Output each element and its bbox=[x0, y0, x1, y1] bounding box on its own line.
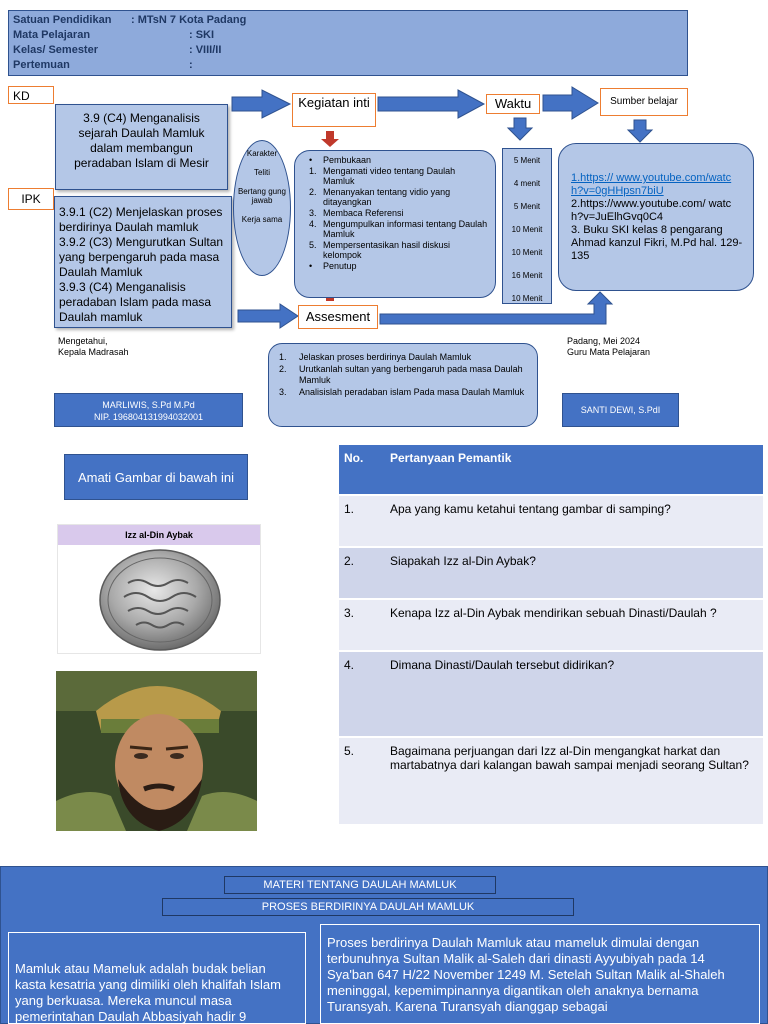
signature-right-box: SANTI DEWI, S.PdI bbox=[562, 393, 679, 427]
karakter-item: Kerja sama bbox=[241, 215, 283, 224]
coin-icon bbox=[99, 549, 221, 651]
kegiatan-inti-label: Kegiatan inti bbox=[292, 93, 376, 127]
question-text: Kenapa Izz al-Din Aybak mendirikan sebua… bbox=[385, 599, 763, 652]
assesment-list-box: 1.Jelaskan proses berdirinya Daulah Maml… bbox=[268, 343, 538, 427]
pertanyaan-pemantik-table: No. Pertanyaan Pemantik 1. Apa yang kamu… bbox=[339, 445, 763, 826]
coin-image: Izz al-Din Aybak bbox=[57, 524, 261, 654]
table-header-question: Pertanyaan Pemantik bbox=[385, 445, 763, 496]
signature-left-text: Mengetahui, Kepala Madrasah bbox=[58, 336, 129, 357]
materi-left-text: Mamluk atau Mameluk adalah budak belian … bbox=[8, 932, 306, 1024]
sumber-belajar-label: Sumber belajar bbox=[600, 88, 688, 116]
header-row: Mata Pelajaran: SKI bbox=[13, 29, 215, 41]
question-text: Bagaimana perjuangan dari Izz al-Din men… bbox=[385, 737, 763, 826]
kegiatan-item: •Pembukaan bbox=[309, 155, 372, 165]
arrow-down-icon bbox=[626, 119, 654, 143]
flow-arrows bbox=[231, 86, 654, 329]
table-row: 4. Dimana Dinasti/Daulah tersebut didiri… bbox=[339, 651, 763, 738]
arrow-right-icon bbox=[542, 86, 599, 120]
waktu-item: 5 Menit bbox=[513, 156, 541, 165]
materi-title: MATERI TENTANG DAULAH MAMLUK bbox=[224, 876, 496, 894]
materi-right-text: Proses berdirinya Daulah Mamluk atau mam… bbox=[320, 924, 760, 1024]
question-text: Apa yang kamu ketahui tentang gambar di … bbox=[385, 495, 763, 548]
portrait-illustration-icon bbox=[56, 671, 257, 831]
waktu-item: 10 Menit bbox=[511, 248, 543, 257]
coin-caption: Izz al-Din Aybak bbox=[58, 525, 260, 545]
kd-box: 3.9 (C4) Menganalisis sejarah Daulah Mam… bbox=[55, 104, 228, 190]
table-header-no: No. bbox=[339, 445, 385, 496]
assesment-item: 3.Analisislah peradaban islam Pada masa … bbox=[279, 387, 525, 397]
header-row: Satuan Pendidikan: MTsN 7 Kota Padang bbox=[13, 14, 247, 26]
question-number: 2. bbox=[339, 547, 385, 600]
question-number: 4. bbox=[339, 651, 385, 738]
ipk-line: 3.9.2 (C3) Mengurutkan Sultan yang berpe… bbox=[59, 235, 224, 279]
arrow-down-red-icon bbox=[321, 131, 339, 147]
header-row: Kelas/ Semester: VIII/II bbox=[13, 44, 222, 56]
kegiatan-item: 2.Menanyakan tentang vidio yang ditayang… bbox=[309, 187, 451, 207]
karakter-oval: Karakter Teliti Bertang gung jawab Kerja… bbox=[233, 140, 291, 276]
kegiatan-item: 4.Mengumpulkan informasi tentang Daulah … bbox=[309, 219, 488, 239]
waktu-item: 16 Menit bbox=[511, 271, 543, 280]
signature-left-box: MARLIWIS, S.Pd M.Pd NIP. 196804131994032… bbox=[54, 393, 243, 427]
ipk-line: 3.9.3 (C4) Menganalisis peradaban Islam … bbox=[59, 280, 212, 324]
kegiatan-item: 1.Mengamati video tentang Daulah Mamluk bbox=[309, 166, 456, 186]
ipk-label: IPK bbox=[8, 188, 54, 210]
sumber-belajar-box: 1.https:// www.youtube.com/watch?v=0gHHp… bbox=[558, 143, 754, 291]
assesment-label: Assesment bbox=[298, 305, 378, 329]
signature-right-text: Padang, Mei 2024 Guru Mata Pelajaran bbox=[567, 336, 651, 357]
assesment-item: 1.Jelaskan proses berdirinya Daulah Maml… bbox=[279, 352, 472, 362]
kegiatan-list-box: •Pembukaan 1.Mengamati video tentang Dau… bbox=[294, 150, 496, 298]
arrow-right-icon bbox=[377, 89, 486, 119]
question-number: 1. bbox=[339, 495, 385, 548]
question-text: Dimana Dinasti/Daulah tersebut didirikan… bbox=[385, 651, 763, 738]
arrow-elbow-icon bbox=[379, 291, 614, 325]
karakter-item: Karakter bbox=[246, 149, 278, 158]
waktu-item: 10 Menit bbox=[511, 294, 543, 303]
karakter-item: Teliti bbox=[253, 168, 270, 177]
arrow-down-icon bbox=[506, 117, 534, 141]
ipk-box: 3.9.1 (C2) Menjelaskan proses berdirinya… bbox=[54, 196, 232, 328]
book-reference: 3. Buku SKI kelas 8 pengarang Ahmad kanz… bbox=[571, 224, 743, 262]
header-info-box: Satuan Pendidikan: MTsN 7 Kota Padang Ma… bbox=[8, 10, 688, 76]
table-row: 1. Apa yang kamu ketahui tentang gambar … bbox=[339, 495, 763, 548]
header-row: Pertemuan: bbox=[13, 59, 193, 71]
waktu-column: 5 Menit 4 menit 5 Menit 10 Menit 10 Meni… bbox=[502, 148, 552, 304]
aybak-portrait-image bbox=[56, 671, 257, 831]
kegiatan-item: •Penutup bbox=[309, 261, 357, 271]
waktu-item: 5 Menit bbox=[513, 202, 541, 211]
arrow-right-icon bbox=[237, 303, 299, 329]
kd-label: KD bbox=[8, 86, 54, 104]
table-row: 5. Bagaimana perjuangan dari Izz al-Din … bbox=[339, 737, 763, 826]
video-link-1[interactable]: 1.https:// www.youtube.com/watch?v=0gHHp… bbox=[571, 172, 732, 197]
assesment-item: 2.Urutkanlah sultan yang berbengaruh pad… bbox=[279, 364, 523, 385]
waktu-label: Waktu bbox=[486, 94, 540, 114]
table-header-row: No. Pertanyaan Pemantik bbox=[339, 445, 763, 496]
materi-subtitle: PROSES BERDIRINYA DAULAH MAMLUK bbox=[162, 898, 574, 916]
amati-gambar-box: Amati Gambar di bawah ini bbox=[64, 454, 248, 500]
waktu-item: 10 Menit bbox=[511, 225, 543, 234]
waktu-item: 4 menit bbox=[513, 179, 541, 188]
question-text: Siapakah Izz al-Din Aybak? bbox=[385, 547, 763, 600]
arrow-right-icon bbox=[231, 89, 292, 119]
table-row: 2. Siapakah Izz al-Din Aybak? bbox=[339, 547, 763, 600]
kegiatan-item: 5.Mempersentasikan hasil diskusi kelompo… bbox=[309, 240, 451, 260]
video-link-2[interactable]: 2.https://www.youtube.com/ watch?v=JuElh… bbox=[571, 198, 732, 223]
table-row: 3. Kenapa Izz al-Din Aybak mendirikan se… bbox=[339, 599, 763, 652]
karakter-item: Bertang gung jawab bbox=[237, 187, 287, 205]
ipk-line: 3.9.1 (C2) Menjelaskan proses berdirinya… bbox=[59, 205, 223, 234]
kegiatan-item: 3.Membaca Referensi bbox=[309, 208, 404, 218]
question-number: 5. bbox=[339, 737, 385, 826]
question-number: 3. bbox=[339, 599, 385, 652]
